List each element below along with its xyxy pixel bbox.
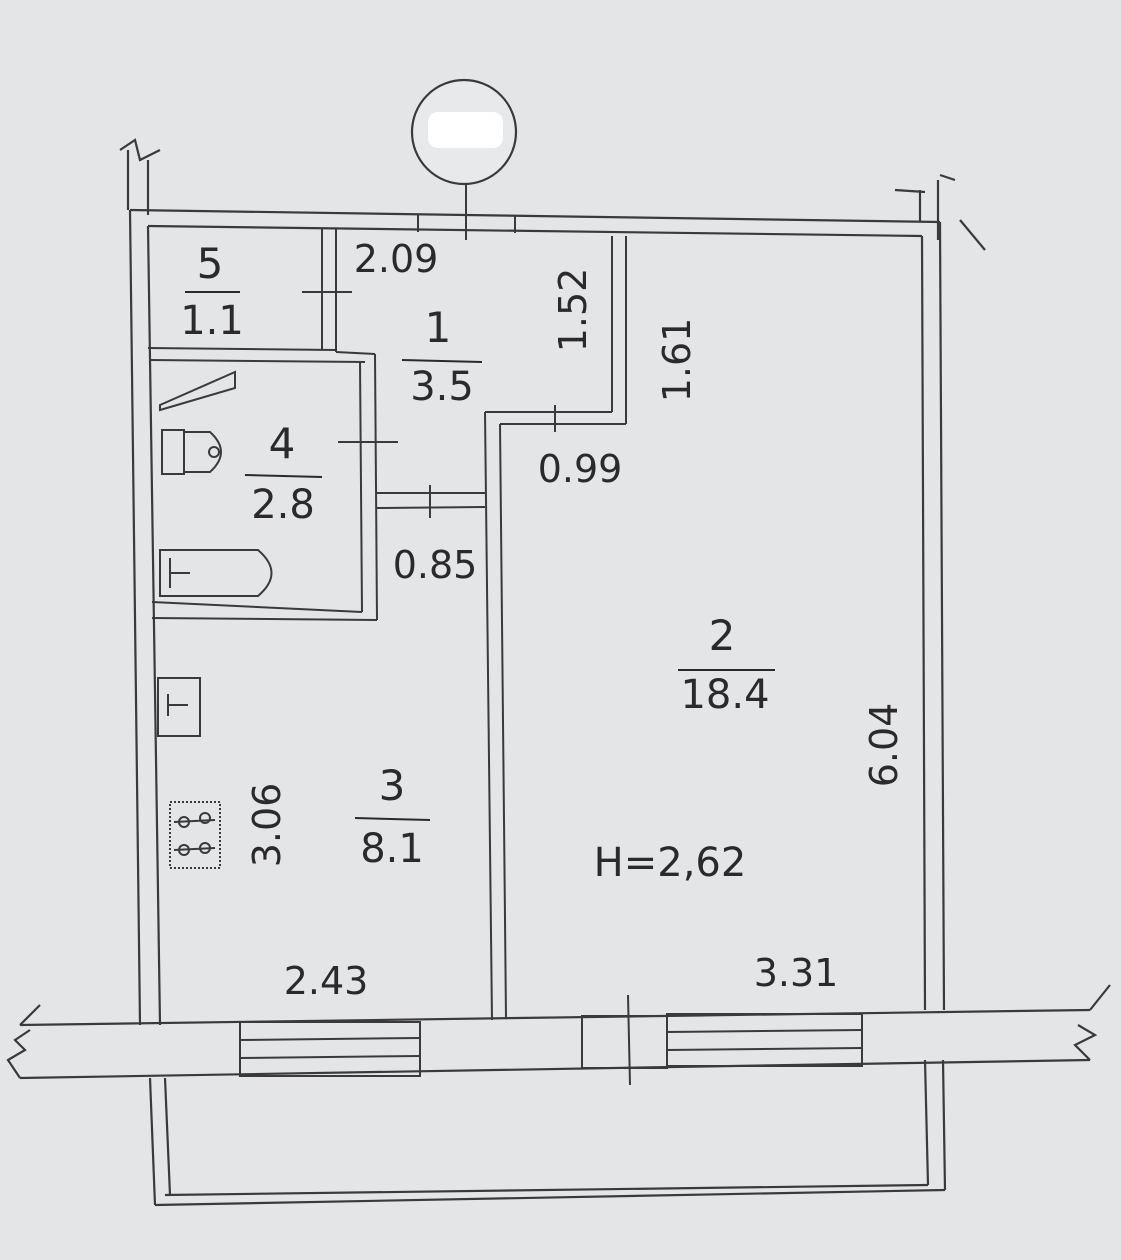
room-2-area: 18.4 [680, 672, 769, 718]
room-4-area: 2.8 [251, 482, 315, 528]
facade-windows [239, 994, 863, 1086]
dimension-2-43: 2.43 [284, 959, 369, 1003]
stove-burners-icon [173, 812, 216, 856]
ceiling-height-label: H=2,62 [594, 840, 747, 886]
room-3-area: 8.1 [360, 826, 424, 872]
kitchen-sink-icon [157, 677, 201, 737]
dimension-1-61: 1.61 [655, 318, 699, 403]
dimension-2-09: 2.09 [354, 237, 439, 281]
room-4-number: 4 [269, 419, 296, 468]
dimension-0-99: 0.99 [538, 447, 623, 491]
room-5-number: 5 [197, 239, 224, 288]
dimension-3-06: 3.06 [245, 783, 289, 868]
room-labels: 5 1.1 1 3.5 4 2.8 2 18.4 3 8.1 H=2,62 [180, 239, 775, 886]
room-2-number: 2 [709, 611, 736, 660]
washbasin-icon [159, 370, 236, 412]
stove-icon [169, 801, 221, 869]
room-3-number: 3 [379, 761, 406, 810]
fixtures [157, 370, 273, 869]
interior-walls [147, 214, 627, 1021]
dimension-0-85: 0.85 [393, 543, 478, 587]
dimension-3-31: 3.31 [754, 951, 839, 995]
orientation-marker [410, 78, 518, 240]
bathtub-icon [159, 549, 273, 597]
room-5-area: 1.1 [180, 298, 244, 344]
toilet-icon [161, 429, 222, 475]
dimension-1-52: 1.52 [551, 268, 595, 353]
room-1-number: 1 [425, 303, 452, 352]
room-1-area: 3.5 [410, 364, 474, 410]
dimension-labels: 2.09 1.52 1.61 0.99 0.85 3.06 6.04 2.43 … [245, 237, 906, 1003]
dimension-6-04: 6.04 [862, 703, 906, 788]
outer-walls [6, 138, 1111, 1207]
